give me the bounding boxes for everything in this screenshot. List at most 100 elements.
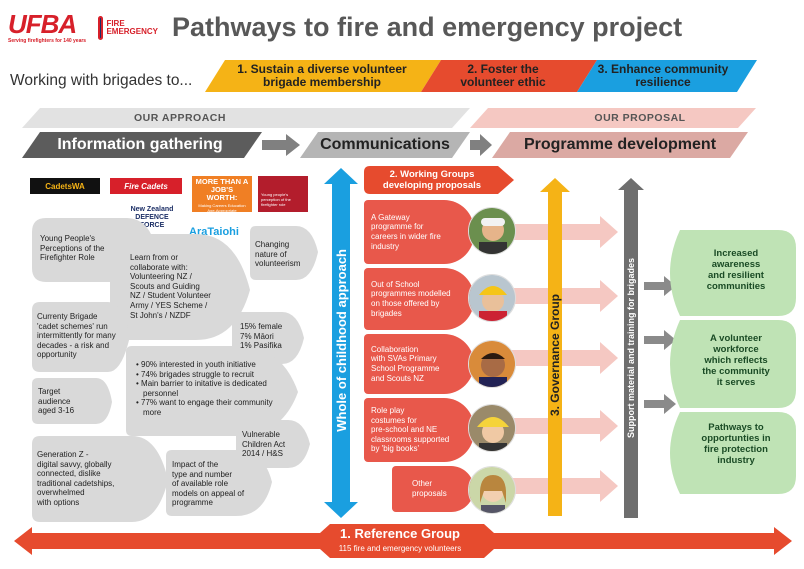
finding-line: Currenty Brigade (37, 312, 98, 321)
logo-more-than-a-job: MORE THAN A JOB'S WORTH: Making Careers … (192, 176, 252, 213)
finding-line: intermittently for many (37, 331, 116, 341)
outcome-line: industry (717, 455, 755, 466)
finding-line: Impact of the (172, 460, 219, 469)
outcome-line: A volunteer (710, 332, 762, 344)
stage-communications (300, 132, 470, 158)
logo-perception-report: Young people's perception of the firefig… (258, 176, 308, 212)
finding-line: type and number (172, 469, 233, 479)
goal-3-label: 3. Enhance community resilience (597, 62, 729, 89)
goal-1-shape (205, 60, 441, 92)
finding-line: digital savvy, globally (37, 459, 112, 469)
finding-learn-from: Learn from or collaborate with: Voluntee… (130, 253, 240, 320)
finding-line: Children Act (242, 439, 286, 449)
finding-line: of available role (172, 479, 229, 489)
wg-item-text: A Gateway programme for careers in wider… (371, 213, 441, 251)
arrow-2-icon (470, 134, 492, 156)
finding-line: NZ / Student Volunteer (130, 291, 211, 301)
photo-child-1 (468, 207, 516, 255)
fire-logo-text: FIRE EMERGENCY (106, 19, 158, 36)
drop-cadet-schemes (32, 302, 130, 372)
proposal-label: OUR PROPOSAL (594, 112, 686, 124)
childhood-arrow (324, 168, 358, 518)
support-arrow-shape (618, 178, 644, 518)
outcome-shapes (670, 230, 796, 494)
outcome-arrows (644, 276, 676, 414)
childhood-arrow-shape (324, 168, 358, 518)
reference-arrow-shape (14, 524, 792, 558)
finding-line: 15% female (240, 322, 283, 331)
wg-line: careers in wider fire (371, 232, 441, 241)
outcome-line: awareness (711, 259, 761, 270)
proposal-band (470, 108, 756, 128)
reference-group-subtitle: 115 fire and emergency volunteers (338, 543, 462, 553)
outcome-text: Pathways to opportunties in fire protect… (701, 422, 770, 466)
drop-impact (166, 450, 272, 516)
goals-ribbon (205, 60, 757, 92)
finding-impact: Impact of the type and number of availab… (172, 460, 268, 508)
outcome-3: Pathways to opportunties in fire protect… (688, 414, 784, 474)
wg-line: Role play (371, 406, 405, 416)
finding-vulnerable: Vulnerable Children Act 2014 / H&S (242, 430, 308, 459)
finding-line: opportunity (37, 350, 77, 360)
outcome-line: which reflects (704, 354, 768, 366)
ufba-logo-mark: UFBA (8, 9, 77, 39)
wg-line: Collaboration (371, 344, 419, 354)
outcome-line: communities (706, 281, 766, 292)
ufba-tagline: Serving firefighters for 140 years (8, 38, 87, 44)
page-title: Pathways to fire and emergency project (172, 12, 683, 42)
finding-line: overwhelmed (37, 488, 85, 498)
photo-child-4 (468, 404, 516, 452)
wg-line: costumes for (371, 415, 417, 425)
stat-text: 90% interested in youth initiative (141, 360, 256, 369)
finding-line: with options (37, 497, 80, 507)
drop-learn-from (110, 234, 250, 340)
finding-line: Volunteering NZ / (130, 272, 192, 282)
finding-line: Scouts and Guiding (130, 281, 200, 291)
support-arrow (618, 178, 644, 518)
governance-arrow-shape (540, 178, 570, 516)
logo-more-than-a-job-sub: Making Careers Education Age-Appropriate (198, 203, 246, 213)
wg-line: programme for (371, 222, 424, 232)
reference-group-arrow (14, 524, 792, 558)
approach-label: OUR APPROACH (134, 112, 226, 124)
wg-line: Out of School (371, 279, 420, 289)
wg-item-collaboration: Collaboration with SVAs Primary School P… (364, 334, 474, 394)
support-label: Support material and training for brigad… (626, 257, 636, 439)
logo-nzdf: New Zealand DEFENCE FORCE (130, 206, 174, 229)
wg-line: School Programme (371, 364, 440, 373)
stage-comms-label: Communications (320, 136, 450, 153)
intro-subtitle: Working with brigades to... (10, 72, 193, 89)
stat-item: • Main barrier to initative is dedicated… (136, 379, 267, 398)
wg-line: industry (371, 241, 400, 251)
finding-line: traditional cadetships, (37, 478, 115, 488)
stat-item: • 74% brigades struggle to recruit (136, 369, 254, 379)
finding-gen-z: Generation Z - digital savvy, globally c… (37, 450, 157, 508)
finding-demographics: 15% female 7% Māori 1% Pasifika (240, 322, 300, 351)
finding-line: 1% Pasifika (240, 341, 282, 351)
outcome-line: workforce (713, 343, 759, 355)
finding-line: decades - a risk and (37, 340, 110, 350)
governance-arrow (540, 178, 570, 516)
wg-item-text: Other proposals (412, 479, 447, 498)
childhood-label: Whole of childhood approach (333, 248, 349, 432)
wg-title-shape-wrap (364, 166, 514, 194)
finding-line: collaborate with: (130, 262, 188, 272)
outcome-line: Pathways to (708, 422, 764, 433)
finding-cadet-schemes: Currenty Brigade 'cadet schemes' run int… (37, 312, 129, 360)
stat-item: • 77% want to engage their community mor… (136, 398, 273, 417)
outcome-shape-1 (670, 230, 796, 316)
wg-line: with SVAs Primary (371, 354, 437, 364)
wg-item-gateway: A Gateway programme for careers in wider… (364, 200, 474, 264)
outcome-arrow-1 (644, 276, 676, 296)
outcome-text: A volunteer workforce which reflects the… (702, 333, 770, 388)
finding-line: audience (38, 396, 71, 406)
finding-line: Army / YES Scheme / (130, 300, 208, 310)
wg-title-shape (364, 166, 514, 194)
finding-line: Vulnerable (242, 430, 280, 439)
stage-programme-development (492, 132, 748, 158)
stat-text: 74% brigades struggle to recruit (141, 369, 254, 379)
stage-info-gathering (22, 132, 262, 158)
goal-1-label: 1. Sustain a diverse volunteer brigade m… (237, 62, 407, 89)
outcome-line: and resilient (708, 270, 764, 281)
